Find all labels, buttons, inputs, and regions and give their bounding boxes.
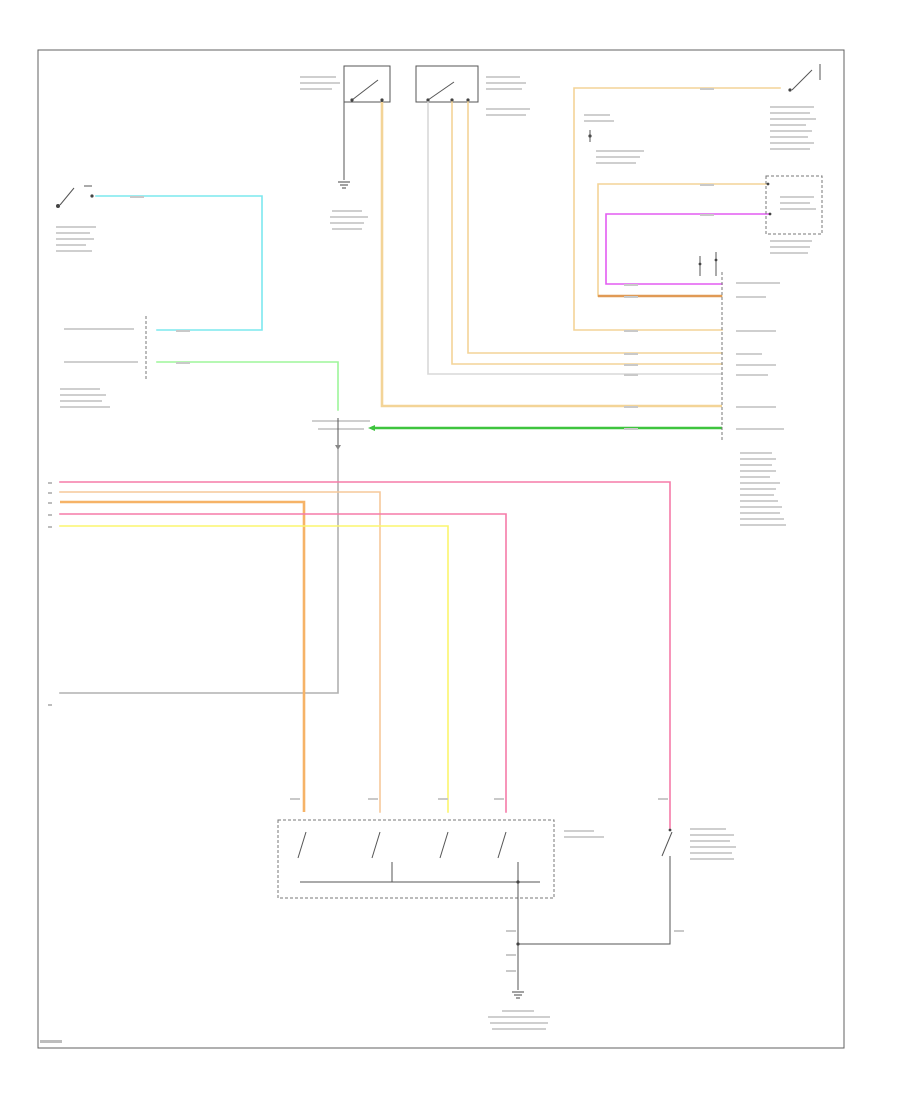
wire-tan-mid [59,491,381,813]
top-sensor-right [415,65,530,116]
top-sensor-left [300,65,391,103]
wire-pink-long [59,481,671,829]
fuel-door-switch [56,185,94,208]
wire-gray-right-sensor [427,101,723,375]
wire-violet-loop [605,213,771,285]
wire-tan-top-right [573,87,781,331]
wire-yellow-mid [59,525,449,813]
pcm-connector [698,252,786,526]
fuel-door-label [56,226,96,252]
wire-gray-ground [59,449,339,694]
ground-return [488,856,671,1030]
fuel-tank-pressure-sensor [765,175,823,254]
wire-light-green [156,361,339,411]
wire-orange-mid [60,500,306,812]
park-neutral-switch [661,828,736,860]
footer-code [40,1040,62,1043]
sensor-ground [330,102,368,230]
top-right-switch [770,64,821,150]
splice-block [312,418,370,450]
wire-tan-sensor [380,102,722,408]
diagram-frame [37,49,845,1049]
wire-pink-mid [59,513,507,813]
transmission-range-switch [277,819,604,900]
fuel-level-sensor-block [584,114,644,164]
wire-dark-green [368,425,722,431]
wire-light-blue-loop [95,195,263,331]
body-control-connector [60,316,147,408]
bus-label-stubs [48,482,52,706]
wire-tags [130,88,714,972]
